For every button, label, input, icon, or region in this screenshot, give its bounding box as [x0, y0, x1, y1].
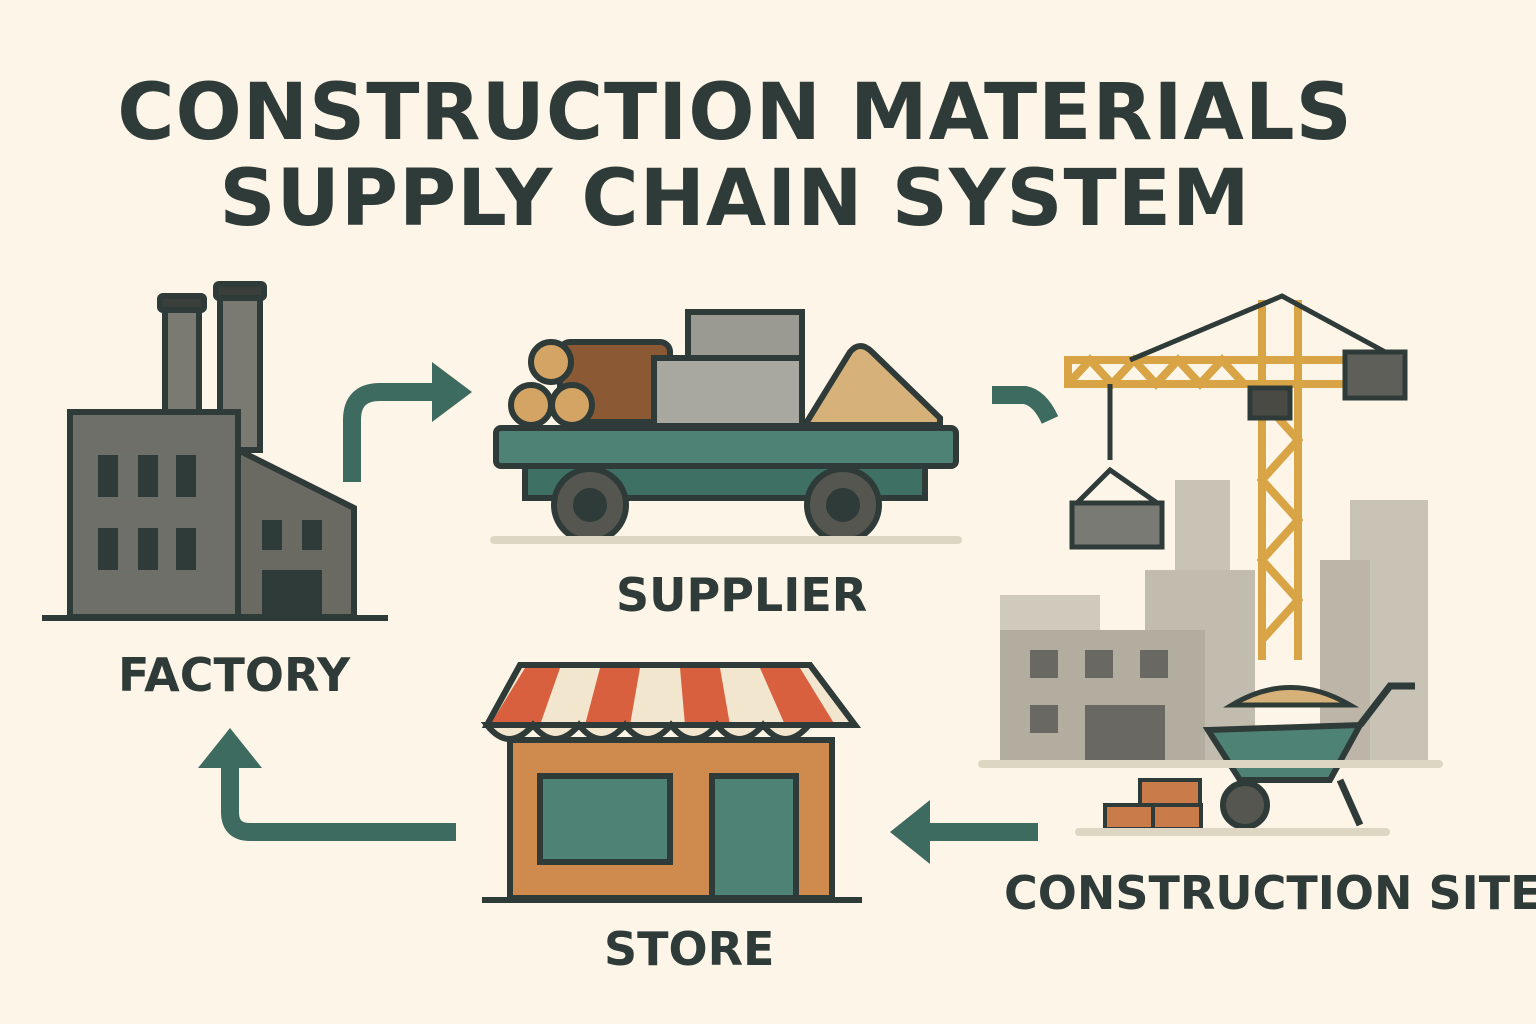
truck-icon — [493, 309, 959, 544]
truck-ground — [490, 536, 962, 544]
construction-site-label: CONSTRUCTION SITE — [1004, 866, 1536, 920]
supplier-label: SUPPLIER — [616, 568, 868, 622]
arrow-supplier-to-site-icon — [992, 386, 1059, 424]
title-line-2: SUPPLY CHAIN SYSTEM — [219, 154, 1251, 244]
title-line-1: CONSTRUCTION MATERIALS — [117, 68, 1353, 158]
arrow-store-to-factory-icon — [221, 762, 456, 841]
arrow-factory-to-supplier-icon — [343, 383, 440, 482]
construction-site-icon — [978, 293, 1443, 836]
store-label: STORE — [604, 922, 775, 976]
store-icon — [480, 662, 862, 903]
factory-label: FACTORY — [118, 648, 351, 702]
factory-icon — [42, 281, 388, 621]
